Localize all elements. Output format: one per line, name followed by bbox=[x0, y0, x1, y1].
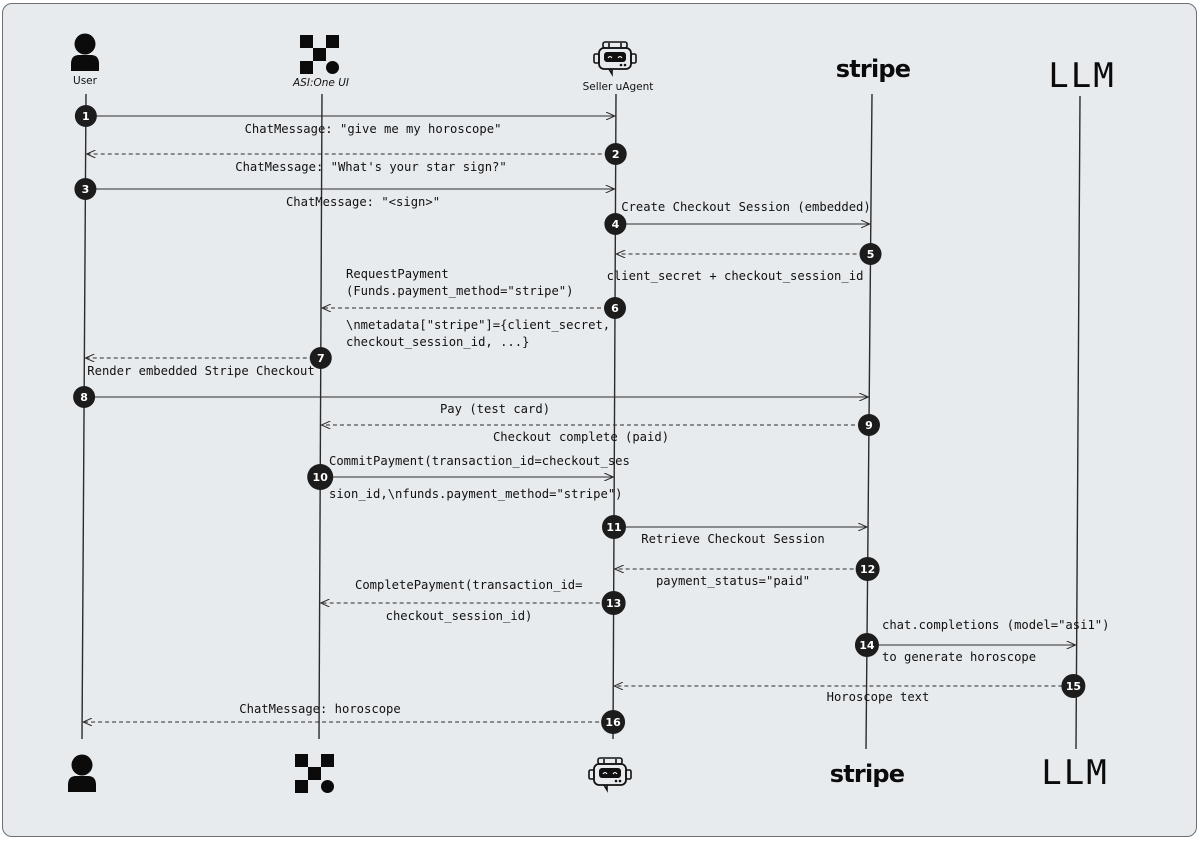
stripe-logo: stripe bbox=[830, 760, 905, 788]
message-label-3: ChatMessage: "<sign>" bbox=[286, 195, 440, 209]
message-label-11: Retrieve Checkout Session bbox=[641, 532, 824, 546]
robot-icon bbox=[588, 757, 632, 793]
step-badge-5 bbox=[859, 243, 882, 265]
step-badge-15 bbox=[1061, 674, 1086, 698]
step-number-11: 11 bbox=[606, 521, 621, 534]
message-arrows bbox=[83, 116, 1076, 722]
user-icon bbox=[68, 754, 96, 792]
step-number-2: 2 bbox=[612, 148, 620, 161]
lifeline-seller bbox=[612, 93, 617, 740]
message-label-14-line-1: chat.completions (model="asi1") bbox=[882, 618, 1109, 632]
llm-wordmark: LLM bbox=[1048, 56, 1115, 96]
step-number-12: 12 bbox=[860, 563, 875, 576]
participant-label-user: User bbox=[73, 75, 98, 87]
step-number-16: 16 bbox=[605, 716, 621, 729]
lifeline-user bbox=[81, 93, 87, 740]
step-number-5: 5 bbox=[867, 248, 875, 261]
step-badge-1 bbox=[74, 105, 97, 127]
message-label-8: Pay (test card) bbox=[440, 402, 550, 416]
step-badge-16 bbox=[601, 710, 626, 734]
asi-one-logo-icon bbox=[295, 754, 334, 793]
step-number-1: 1 bbox=[82, 110, 90, 123]
step-badge-14 bbox=[854, 633, 879, 657]
message-label-9: Checkout complete (paid) bbox=[493, 430, 669, 444]
participant-asi-top: ASI:One UI bbox=[292, 35, 349, 89]
message-label-7: Render embedded Stripe Checkout bbox=[87, 364, 314, 378]
lifeline-llm bbox=[1075, 95, 1081, 750]
user-icon bbox=[71, 33, 99, 71]
step-number-10: 10 bbox=[313, 471, 329, 484]
message-label-13-line-2: checkout_session_id) bbox=[386, 609, 533, 623]
message-label-14-line-2: to generate horoscope bbox=[882, 650, 1036, 664]
sequence-diagram: ChatMessage: "give me my horoscope" ChatM… bbox=[2, 3, 1197, 837]
step-badge-3 bbox=[74, 178, 97, 200]
step-badge-8 bbox=[73, 386, 96, 408]
participant-seller-bottom bbox=[588, 757, 632, 793]
step-badge-4 bbox=[604, 213, 627, 235]
message-label-15: Horoscope text bbox=[827, 690, 930, 704]
message-label-16: ChatMessage: horoscope bbox=[239, 702, 400, 716]
step-number-8: 8 bbox=[80, 391, 88, 404]
message-label-6-line-3: \nmetadata["stripe"]={client_secret, bbox=[346, 318, 610, 332]
participant-asi-bottom bbox=[295, 754, 334, 793]
message-label-6-line-2: (Funds.payment_method="stripe") bbox=[346, 284, 573, 298]
step-number-13: 13 bbox=[606, 597, 621, 610]
step-number-15: 15 bbox=[1066, 680, 1081, 693]
step-badge-2 bbox=[604, 143, 627, 165]
sequence-diagram-svg: ChatMessage: "give me my horoscope" ChatM… bbox=[68, 33, 1115, 793]
participant-seller-top: Seller uAgent bbox=[583, 41, 654, 93]
step-badge-13 bbox=[601, 591, 626, 615]
message-label-1: ChatMessage: "give me my horoscope" bbox=[245, 122, 502, 136]
step-number-3: 3 bbox=[82, 183, 90, 196]
step-badge-11 bbox=[601, 515, 626, 539]
message-labels: ChatMessage: "give me my horoscope" ChatM… bbox=[87, 122, 1109, 716]
participant-label-seller: Seller uAgent bbox=[583, 81, 654, 93]
stripe-logo: stripe bbox=[836, 55, 911, 83]
lifeline-asi bbox=[318, 93, 323, 740]
robot-icon bbox=[593, 41, 637, 77]
step-number-14: 14 bbox=[859, 639, 875, 652]
step-number-4: 4 bbox=[612, 218, 620, 231]
step-number-9: 9 bbox=[865, 419, 873, 432]
llm-wordmark: LLM bbox=[1041, 753, 1108, 793]
step-badge-6 bbox=[604, 297, 627, 319]
message-label-13-line-1: CompletePayment(transaction_id= bbox=[355, 578, 582, 592]
step-badge-7 bbox=[309, 347, 332, 369]
message-label-6-line-4: checkout_session_id, ...} bbox=[346, 335, 529, 349]
step-number-7: 7 bbox=[317, 352, 325, 365]
message-label-5: client_secret + checkout_session_id bbox=[607, 269, 864, 283]
participant-label-asi: ASI:One UI bbox=[292, 77, 349, 89]
participant-user-bottom bbox=[68, 754, 96, 792]
step-badge-10 bbox=[307, 464, 334, 490]
asi-one-logo-icon bbox=[300, 35, 339, 74]
message-label-10-line-1: CommitPayment(transaction_id=checkout_se… bbox=[329, 454, 630, 468]
step-badge-12 bbox=[855, 557, 880, 581]
step-badge-9 bbox=[857, 414, 880, 436]
step-number-6: 6 bbox=[611, 302, 619, 315]
message-label-6-line-1: RequestPayment bbox=[346, 267, 449, 281]
message-label-2: ChatMessage: "What's your star sign?" bbox=[235, 160, 507, 174]
message-label-10-line-2: sion_id,\nfunds.payment_method="stripe") bbox=[329, 487, 623, 501]
message-label-12: payment_status="paid" bbox=[656, 574, 810, 588]
participant-user-top: User bbox=[71, 33, 99, 87]
message-label-4: Create Checkout Session (embedded) bbox=[621, 200, 870, 214]
